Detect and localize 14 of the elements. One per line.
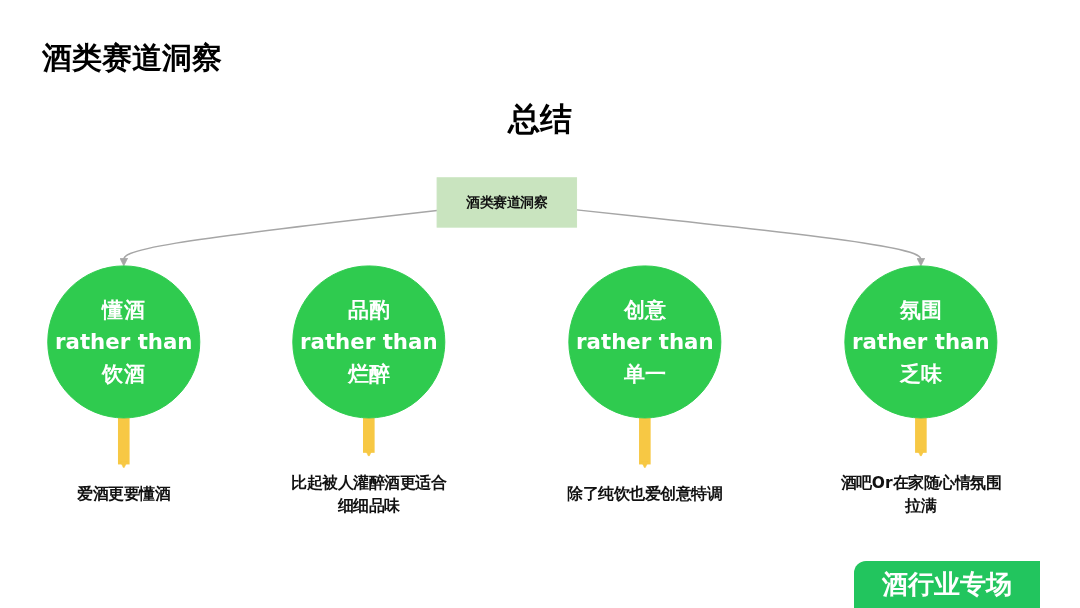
node-text: 爱酒更要懂酒 bbox=[77, 484, 171, 504]
node-text: 比起被人灌醉酒更适合细细品味 bbox=[291, 473, 447, 515]
node-text: 酒吧Or在家随心情氛围拉满 bbox=[840, 473, 1002, 515]
page-title: 酒类赛道洞察 bbox=[42, 39, 222, 77]
arrow bbox=[575, 209, 926, 267]
node-box: 酒类赛道洞察 bbox=[436, 177, 578, 228]
node-circle: 创意 rather than 单一 bbox=[568, 265, 722, 419]
node-circle: 品酌 rather than 烂醉 bbox=[292, 265, 446, 419]
node-text: 除了纯饮也爱创意特调 bbox=[567, 484, 723, 504]
arrow bbox=[119, 209, 438, 267]
tag-label: 酒行业专场 bbox=[854, 561, 1040, 608]
node-circle: 氛围 rather than 乏味 bbox=[844, 265, 998, 419]
section-heading: 总结 bbox=[506, 99, 573, 140]
node-circle: 懂酒 rather than 饮酒 bbox=[47, 265, 201, 419]
